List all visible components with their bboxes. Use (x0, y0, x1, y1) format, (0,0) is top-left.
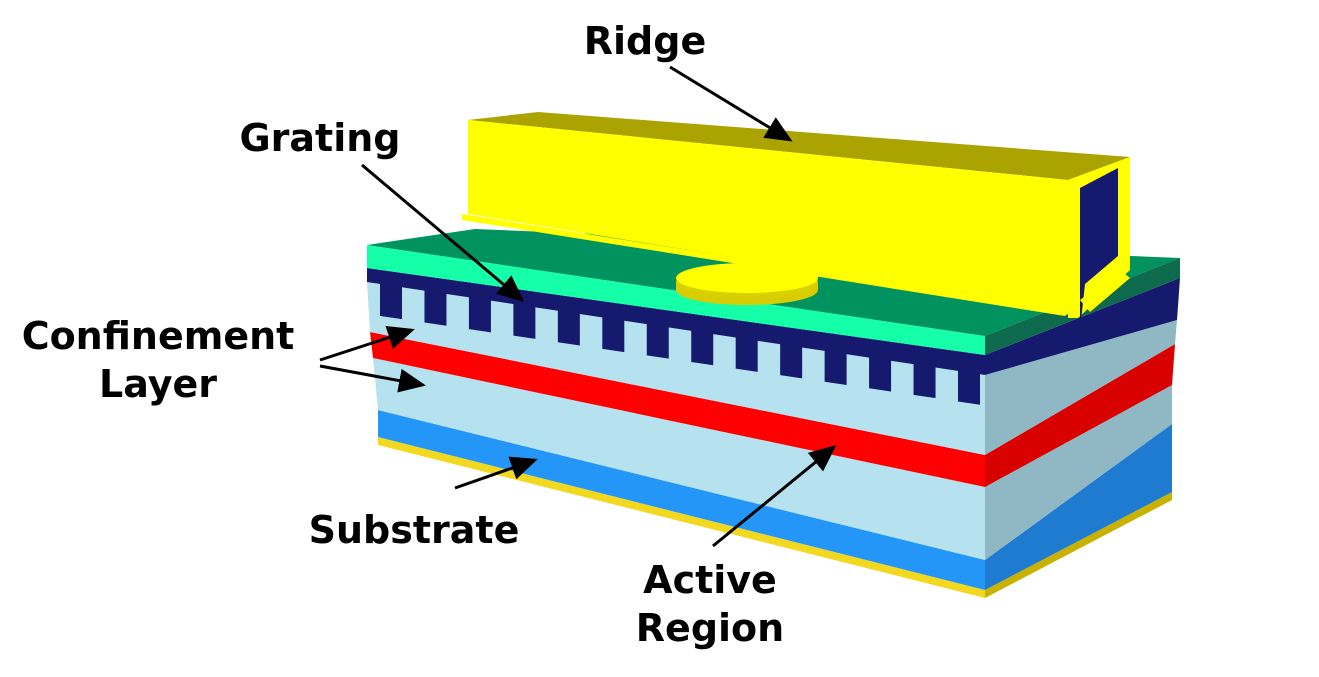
active-label-line1: Active (643, 558, 777, 602)
confinement-layer-label: Confinement Layer (10, 312, 306, 408)
confinement-arrow-lower (319, 364, 426, 393)
substrate-arrow (454, 456, 538, 490)
contact-pad (676, 263, 818, 305)
grating-tooth (735, 334, 758, 372)
confinement-label-line2: Layer (99, 362, 217, 406)
grating-teeth (380, 281, 980, 405)
grating-tooth (958, 367, 980, 405)
grating-tooth (468, 295, 491, 333)
confinement-label-line1: Confinement (21, 314, 295, 358)
grating-tooth (913, 360, 936, 399)
grating-tooth (824, 347, 847, 385)
grating-tooth (869, 354, 892, 392)
grating-tooth (557, 308, 580, 346)
substrate-label: Substrate (308, 508, 520, 552)
ridge-label: Ridge (583, 19, 707, 63)
ridge-arrow (669, 65, 793, 142)
grating-tooth (424, 288, 447, 326)
grating-tooth (602, 314, 625, 353)
annotation-arrows (319, 65, 837, 548)
lower-confinement-layer (373, 358, 1172, 560)
grating-tooth (380, 281, 402, 320)
grating-label: Grating (239, 116, 401, 160)
grating-tooth (780, 341, 803, 379)
grating-tooth (691, 327, 714, 366)
active-label-line2: Region (635, 606, 785, 650)
active-region-label: Active Region (610, 556, 810, 652)
grating-arrow (361, 163, 525, 302)
grating-tooth (646, 321, 669, 359)
active-region-arrow (712, 445, 837, 548)
grating-tooth (513, 301, 536, 339)
substrate-layer (378, 410, 1172, 590)
ridge-structure (462, 112, 1130, 340)
confinement-arrow-upper (319, 326, 415, 362)
